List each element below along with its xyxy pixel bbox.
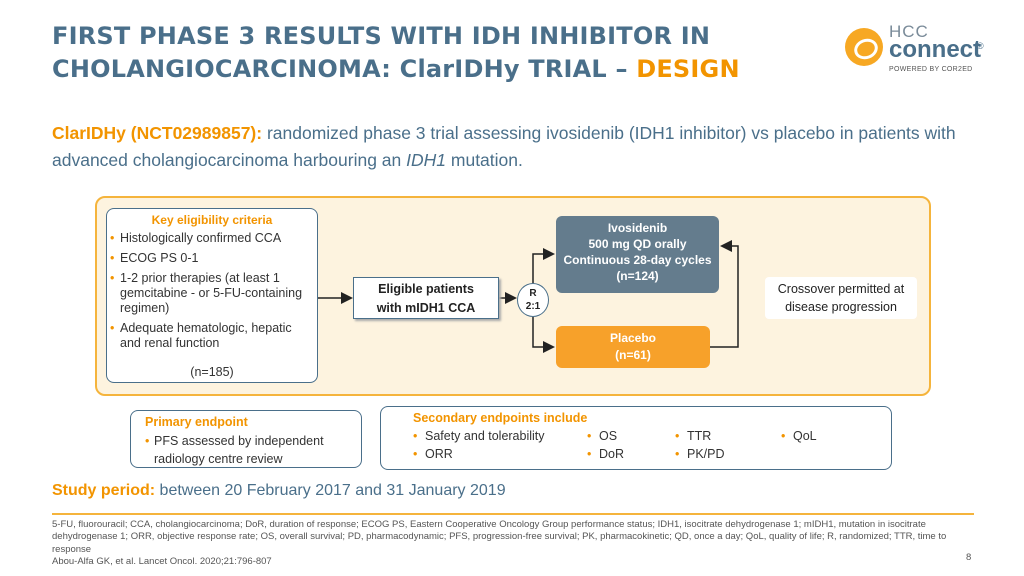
- title-line-1: FIRST PHASE 3 RESULTS WITH IDH INHIBITOR…: [52, 22, 711, 50]
- randomization-node: R 2:1: [517, 283, 549, 317]
- crossover-note: Crossover permitted at disease progressi…: [765, 277, 917, 319]
- hcc-connect-logo: HCC connect ® POWERED BY COR2ED: [845, 22, 995, 82]
- ivosidenib-n: (n=124): [616, 269, 659, 283]
- abbreviations: 5-FU, fluorouracil; CCA, cholangiocarcin…: [52, 519, 947, 555]
- eligibility-criteria-box: Key eligibility criteria Histologically …: [106, 208, 318, 383]
- reference: Abou-Alfa GK, et al. Lancet Oncol. 2020;…: [52, 555, 272, 567]
- intro-text-a: randomized phase 3 trial assessing ivosi…: [52, 123, 956, 170]
- logo-hcc-text: HCC: [889, 22, 929, 41]
- eligibility-n: (n=185): [190, 365, 234, 379]
- logo-registered-mark: ®: [977, 41, 984, 51]
- slide-title: FIRST PHASE 3 RESULTS WITH IDH INHIBITOR…: [52, 20, 812, 86]
- placebo-name: Placebo: [609, 331, 657, 345]
- crossover-line-1: Crossover permitted at: [777, 282, 905, 296]
- ivosidenib-schedule: Continuous 28-day cycles: [563, 253, 712, 267]
- secondary-endpoints-title: Secondary endpoints include: [413, 411, 588, 425]
- footnote: 5-FU, fluorouracil; CCA, cholangiocarcin…: [52, 519, 962, 568]
- secondary-endpoint-item: OS: [587, 429, 617, 443]
- title-accent: DESIGN: [636, 55, 740, 83]
- secondary-endpoint-item: TTR: [675, 429, 711, 443]
- logo-connect-text: connect: [889, 36, 982, 63]
- logo-mark-icon: [845, 28, 883, 66]
- randomization-ratio: 2:1: [525, 301, 541, 312]
- eligible-patients-line-1: Eligible patients: [378, 282, 474, 296]
- randomization-label: R: [529, 288, 537, 299]
- trial-name: ClarIDHy (NCT02989857):: [52, 123, 263, 143]
- secondary-endpoint-item: DoR: [587, 447, 624, 461]
- secondary-endpoints-box: Secondary endpoints include Safety and t…: [380, 406, 892, 470]
- primary-endpoint-box: Primary endpoint PFS assessed by indepen…: [130, 410, 362, 468]
- primary-endpoint-title: Primary endpoint: [145, 415, 248, 429]
- eligibility-item: Histologically confirmed CCA: [110, 231, 315, 246]
- logo-powered-by: POWERED BY COR2ED: [889, 66, 973, 73]
- placebo-n: (n=61): [615, 348, 651, 362]
- eligibility-list: Histologically confirmed CCA ECOG PS 0-1…: [110, 231, 315, 356]
- eligible-patients-box: Eligible patients with mIDH1 CCA: [353, 277, 499, 319]
- page-number: 8: [966, 552, 972, 563]
- primary-endpoint-item: PFS assessed by independent radiology ce…: [145, 432, 355, 468]
- crossover-line-2: disease progression: [785, 300, 897, 314]
- ivosidenib-dose: 500 mg QD orally: [588, 237, 687, 251]
- intro-gene: IDH1: [406, 150, 447, 170]
- intro-text-b: mutation.: [446, 150, 523, 170]
- eligible-patients-line-2: with mIDH1 CCA: [376, 301, 476, 315]
- eligibility-title: Key eligibility criteria: [151, 213, 273, 227]
- eligibility-item: Adequate hematologic, hepatic and renal …: [110, 321, 315, 351]
- ivosidenib-name: Ivosidenib: [607, 221, 668, 235]
- study-period: Study period: between 20 February 2017 a…: [52, 482, 506, 500]
- study-period-label: Study period:: [52, 482, 156, 499]
- secondary-endpoint-item: ORR: [413, 447, 453, 461]
- footer-divider: [52, 513, 974, 515]
- secondary-endpoint-item: Safety and tolerability: [413, 429, 545, 443]
- title-line-2: CHOLANGIOCARCINOMA: ClarIDHy TRIAL –: [52, 55, 637, 83]
- trial-intro: ClarIDHy (NCT02989857): randomized phase…: [52, 120, 982, 174]
- study-period-dates: between 20 February 2017 and 31 January …: [155, 482, 506, 499]
- eligibility-item: ECOG PS 0-1: [110, 251, 315, 266]
- placebo-arm: Placebo (n=61): [556, 326, 710, 368]
- ivosidenib-arm: Ivosidenib 500 mg QD orally Continuous 2…: [556, 216, 719, 293]
- secondary-endpoint-item: QoL: [781, 429, 817, 443]
- secondary-endpoint-item: PK/PD: [675, 447, 725, 461]
- eligibility-item: 1-2 prior therapies (at least 1 gemcitab…: [110, 271, 315, 316]
